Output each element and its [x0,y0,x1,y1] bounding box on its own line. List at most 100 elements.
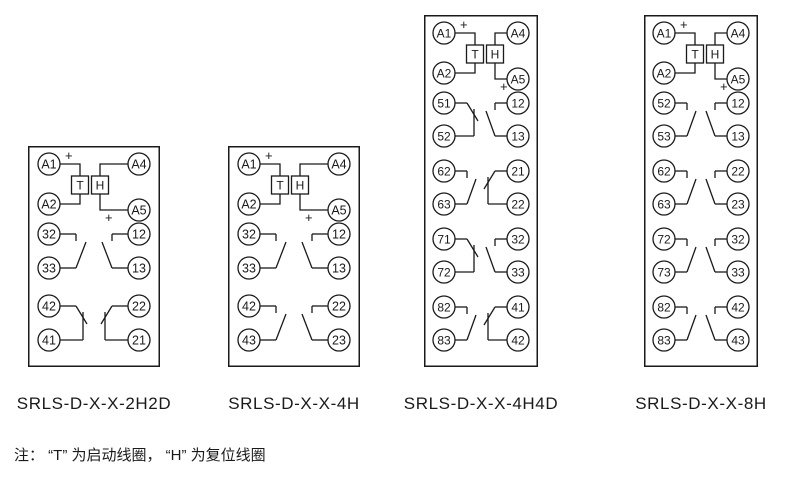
diagram-border [644,15,758,367]
wire-a1-start-coil [60,163,81,176]
coil-label-H: H [491,47,500,61]
terminal-label-63: 63 [437,197,451,211]
terminal-A2 [652,61,676,85]
terminal-label-21: 21 [132,334,146,348]
terminal-A1 [652,21,676,45]
terminal-label-21: 21 [511,164,525,178]
terminal-label-13: 13 [511,129,525,143]
model-label-4H4D: SRLS-D-X-X-4H4D [403,394,559,413]
terminal-label-A4: A4 [131,158,146,172]
terminal-A4 [506,21,530,45]
terminal-label-A5: A5 [511,72,526,86]
terminal-label-72: 72 [437,265,451,279]
contact-nc-blade [100,305,113,325]
wire-a1-start-coil [260,163,281,176]
coil-label-T: T [691,47,699,61]
contact-no-blade [705,314,716,341]
footnote: 注： “T” 为启动线圈， “H” 为复位线圈 [14,444,266,465]
terminal-label-22: 22 [511,197,525,211]
terminal-label-51: 51 [437,96,451,110]
wire-a1-start-coil [675,32,696,45]
terminal-label-82: 82 [437,300,451,314]
terminal-A2 [237,192,261,216]
wire-reset-coil-a5 [494,63,507,80]
terminal-label-42: 42 [511,333,525,347]
contact-no-blade [466,178,477,205]
terminal-label-42: 42 [731,300,745,314]
terminal-label-22: 22 [731,164,745,178]
wire-a4-reset-coil [299,163,328,176]
diagram-border [424,15,538,367]
contact-nc-blade [483,306,496,326]
coil-label-T: T [471,47,479,61]
terminal-label-83: 83 [437,333,451,347]
wire-start-coil-a2 [455,63,476,74]
polarity-plus: + [265,148,273,163]
terminal-label-13: 13 [731,129,745,143]
terminal-label-43: 43 [242,334,256,348]
wire-a4-reset-coil [494,32,507,45]
terminal-label-A2: A2 [657,66,672,80]
model-label-8H: SRLS-D-X-X-8H [635,394,767,413]
polarity-plus: + [500,79,508,94]
terminal-label-33: 33 [242,262,256,276]
terminal-label-53: 53 [657,129,671,143]
contact-no-blade [301,241,313,269]
contact-nc-blade [466,102,479,122]
terminal-A5 [127,198,151,222]
terminal-label-62: 62 [657,164,671,178]
terminal-label-A2: A2 [241,198,256,212]
wire-reset-coil-a5 [99,194,128,211]
terminal-A2 [37,192,61,216]
contact-no-blade [686,110,697,137]
polarity-plus: + [305,210,313,225]
contact-no-blade [485,110,496,137]
contact-nc-blade [483,170,496,190]
terminal-label-32: 32 [511,232,525,246]
coil-label-T: T [276,178,284,192]
wire-reset-coil-a5 [714,63,727,80]
terminal-A1 [432,21,456,45]
terminal-A2 [432,61,456,85]
terminal-label-33: 33 [511,265,525,279]
terminal-label-A4: A4 [331,158,346,172]
polarity-plus: + [105,210,113,225]
wire-reset-coil-a5 [299,194,328,211]
terminal-label-41: 41 [42,334,56,348]
contact-no-blade [705,110,716,137]
terminal-label-71: 71 [437,232,451,246]
wire-a1-start-coil [455,32,476,45]
terminal-label-32: 32 [731,232,745,246]
terminal-label-32: 32 [42,228,56,242]
contact-no-blade [485,246,496,273]
contact-no-blade [101,241,113,269]
coil-label-T: T [76,178,84,192]
wire-start-coil-a2 [260,194,281,205]
terminal-label-12: 12 [132,228,146,242]
contact-nc-blade [75,305,88,325]
terminal-label-A4: A4 [511,26,526,40]
coil-label-H: H [296,178,305,192]
model-label-4H: SRLS-D-X-X-4H [228,394,360,413]
diagram-border [28,146,160,367]
terminal-label-52: 52 [437,129,451,143]
polarity-plus: + [720,79,728,94]
terminal-A1 [37,152,61,176]
terminal-label-12: 12 [731,96,745,110]
terminal-label-22: 22 [332,300,346,314]
terminal-label-13: 13 [332,262,346,276]
terminal-label-13: 13 [132,262,146,276]
terminal-label-73: 73 [657,265,671,279]
contact-no-blade [686,178,697,205]
contact-no-blade [705,178,716,205]
terminal-A5 [726,67,750,91]
diagram-border [228,146,360,367]
terminal-A4 [327,152,351,176]
terminal-label-A2: A2 [41,198,56,212]
